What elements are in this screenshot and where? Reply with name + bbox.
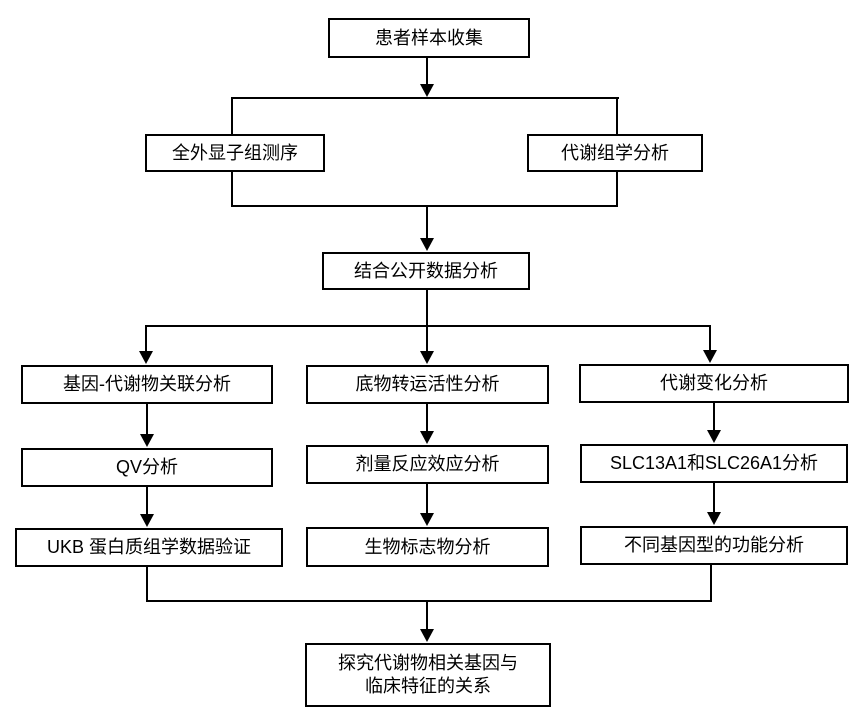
node-metabolic-change-analysis: 代谢变化分析 — [579, 364, 849, 403]
arrowhead-genemetabolite-to-qv — [140, 434, 154, 447]
connector-branch-right-drop — [709, 325, 711, 352]
final-conclusion-line1: 探究代谢物相关基因与 — [338, 653, 518, 673]
connector-merge-to-final — [426, 600, 428, 631]
arrowhead-branch-right — [703, 350, 717, 363]
node-metabolomics-analysis: 代谢组学分析 — [527, 134, 703, 172]
connector-rail1-top — [231, 97, 619, 99]
connector-patient-to-rail — [426, 58, 428, 86]
node-gene-metabolite-association: 基因-代谢物关联分析 — [21, 365, 273, 404]
arrowhead-substrate-to-dose — [420, 431, 434, 444]
connector-substrate-to-dose — [426, 404, 428, 433]
node-public-data-analysis: 结合公开数据分析 — [322, 252, 530, 290]
connector-genemetabolite-to-qv — [146, 404, 148, 436]
connector-qv-to-ukb — [146, 487, 148, 516]
node-qv-analysis: QV分析 — [21, 448, 273, 487]
arrowhead-branch-left — [139, 351, 153, 364]
arrowhead-merge-to-final — [420, 629, 434, 642]
connector-branch-left-drop — [145, 325, 147, 352]
node-whole-exome-sequencing: 全外显子组测序 — [145, 134, 325, 172]
connector-publicdata-to-branch — [426, 290, 428, 352]
connector-slc-to-genotype — [713, 483, 715, 514]
arrowhead-metabolicchange-to-slc — [707, 430, 721, 443]
node-genotype-function-analysis: 不同基因型的功能分析 — [580, 526, 848, 565]
node-patient-sample: 患者样本收集 — [328, 18, 530, 58]
node-dose-response-analysis: 剂量反应效应分析 — [306, 445, 549, 484]
node-substrate-transport-activity: 底物转运活性分析 — [306, 365, 549, 404]
arrowhead-slc-to-genotype — [707, 512, 721, 525]
arrowhead-patient-to-rail — [420, 84, 434, 97]
node-ukb-proteomics-validation: UKB 蛋白质组学数据验证 — [15, 528, 283, 567]
connector-merge-rail — [146, 600, 712, 602]
arrowhead-rail-to-publicdata — [420, 238, 434, 251]
node-biomarker-analysis: 生物标志物分析 — [306, 527, 549, 567]
connector-ukb-to-merge — [146, 567, 148, 602]
connector-rail1-bottom — [231, 205, 618, 207]
arrowhead-branch-middle — [420, 351, 434, 364]
node-final-conclusion: 探究代谢物相关基因与 临床特征的关系 — [305, 643, 551, 707]
final-conclusion-line2: 临床特征的关系 — [365, 676, 491, 696]
connector-branch-rail — [145, 325, 711, 327]
connector-rail-to-publicdata — [426, 205, 428, 240]
arrowhead-qv-to-ukb — [140, 514, 154, 527]
connector-genotype-to-merge — [710, 565, 712, 602]
node-slc13a1-slc26a1-analysis: SLC13A1和SLC26A1分析 — [580, 444, 848, 483]
connector-dose-to-biomarker — [426, 484, 428, 515]
arrowhead-dose-to-biomarker — [420, 513, 434, 526]
connector-metabolicchange-to-slc — [713, 403, 715, 432]
